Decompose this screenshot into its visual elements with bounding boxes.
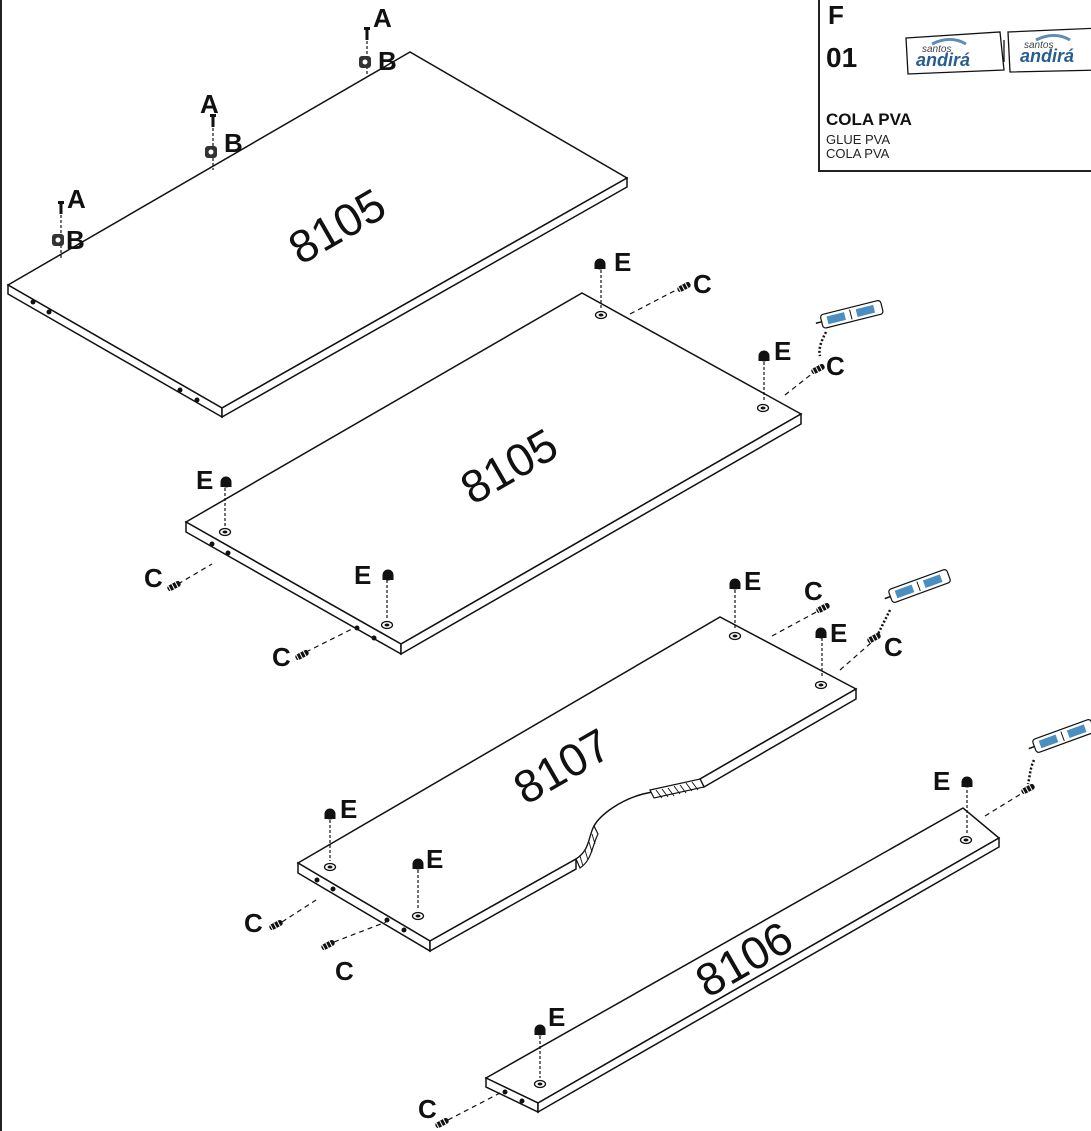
label-e-7: E (340, 794, 357, 824)
label-e-3: E (196, 465, 213, 495)
label-b-2: B (224, 128, 243, 158)
label-a-1: A (373, 3, 392, 33)
label-b-3: B (66, 225, 85, 255)
label-c-1: C (693, 269, 712, 299)
glue-tube-illustration: santos andirá santos andirá (905, 27, 1091, 75)
legend-name-es: COLA PVA (826, 146, 890, 161)
glue-tube-1 (815, 300, 884, 329)
label-a-2: A (200, 89, 219, 119)
brand-2: andirá (1020, 46, 1074, 66)
page-border (0, 0, 2, 1131)
label-e-6: E (830, 618, 847, 648)
label-e-4: E (354, 560, 371, 590)
label-e-1: E (614, 247, 631, 277)
panel-2: 8105 E E E E C C C C (144, 247, 845, 672)
legend-name: COLA PVA (826, 110, 912, 129)
legend-letter: F (828, 0, 844, 30)
glue-tube-2 (884, 569, 951, 603)
label-e-9: E (933, 766, 950, 796)
brand-1: andirá (916, 50, 970, 70)
panel-1: 8105 A B A B A B (6, 3, 629, 419)
label-e-5: E (744, 566, 761, 596)
brand-small-1: santos (922, 44, 951, 55)
panel-3: 8107 E E E E C C C C (244, 566, 903, 986)
label-b-1: B (378, 46, 397, 76)
label-c-4: C (272, 642, 291, 672)
label-e-2: E (774, 336, 791, 366)
label-c-9: C (418, 1094, 437, 1124)
label-c-5: C (804, 576, 823, 606)
glue-tube-3 (1028, 719, 1091, 753)
label-c-6: C (884, 632, 903, 662)
label-a-3: A (67, 184, 86, 214)
label-e-8: E (426, 844, 443, 874)
legend-name-en: GLUE PVA (826, 132, 891, 147)
hardware-legend: F 01 santos andirá santos andirá COLA PV… (818, 0, 1091, 172)
label-c-3: C (144, 563, 163, 593)
label-c-8: C (335, 956, 354, 986)
label-c-7: C (244, 908, 263, 938)
brand-small-2: santos (1024, 40, 1053, 51)
legend-quantity: 01 (826, 42, 858, 73)
label-e-10: E (548, 1002, 565, 1032)
label-c-2: C (826, 351, 845, 381)
